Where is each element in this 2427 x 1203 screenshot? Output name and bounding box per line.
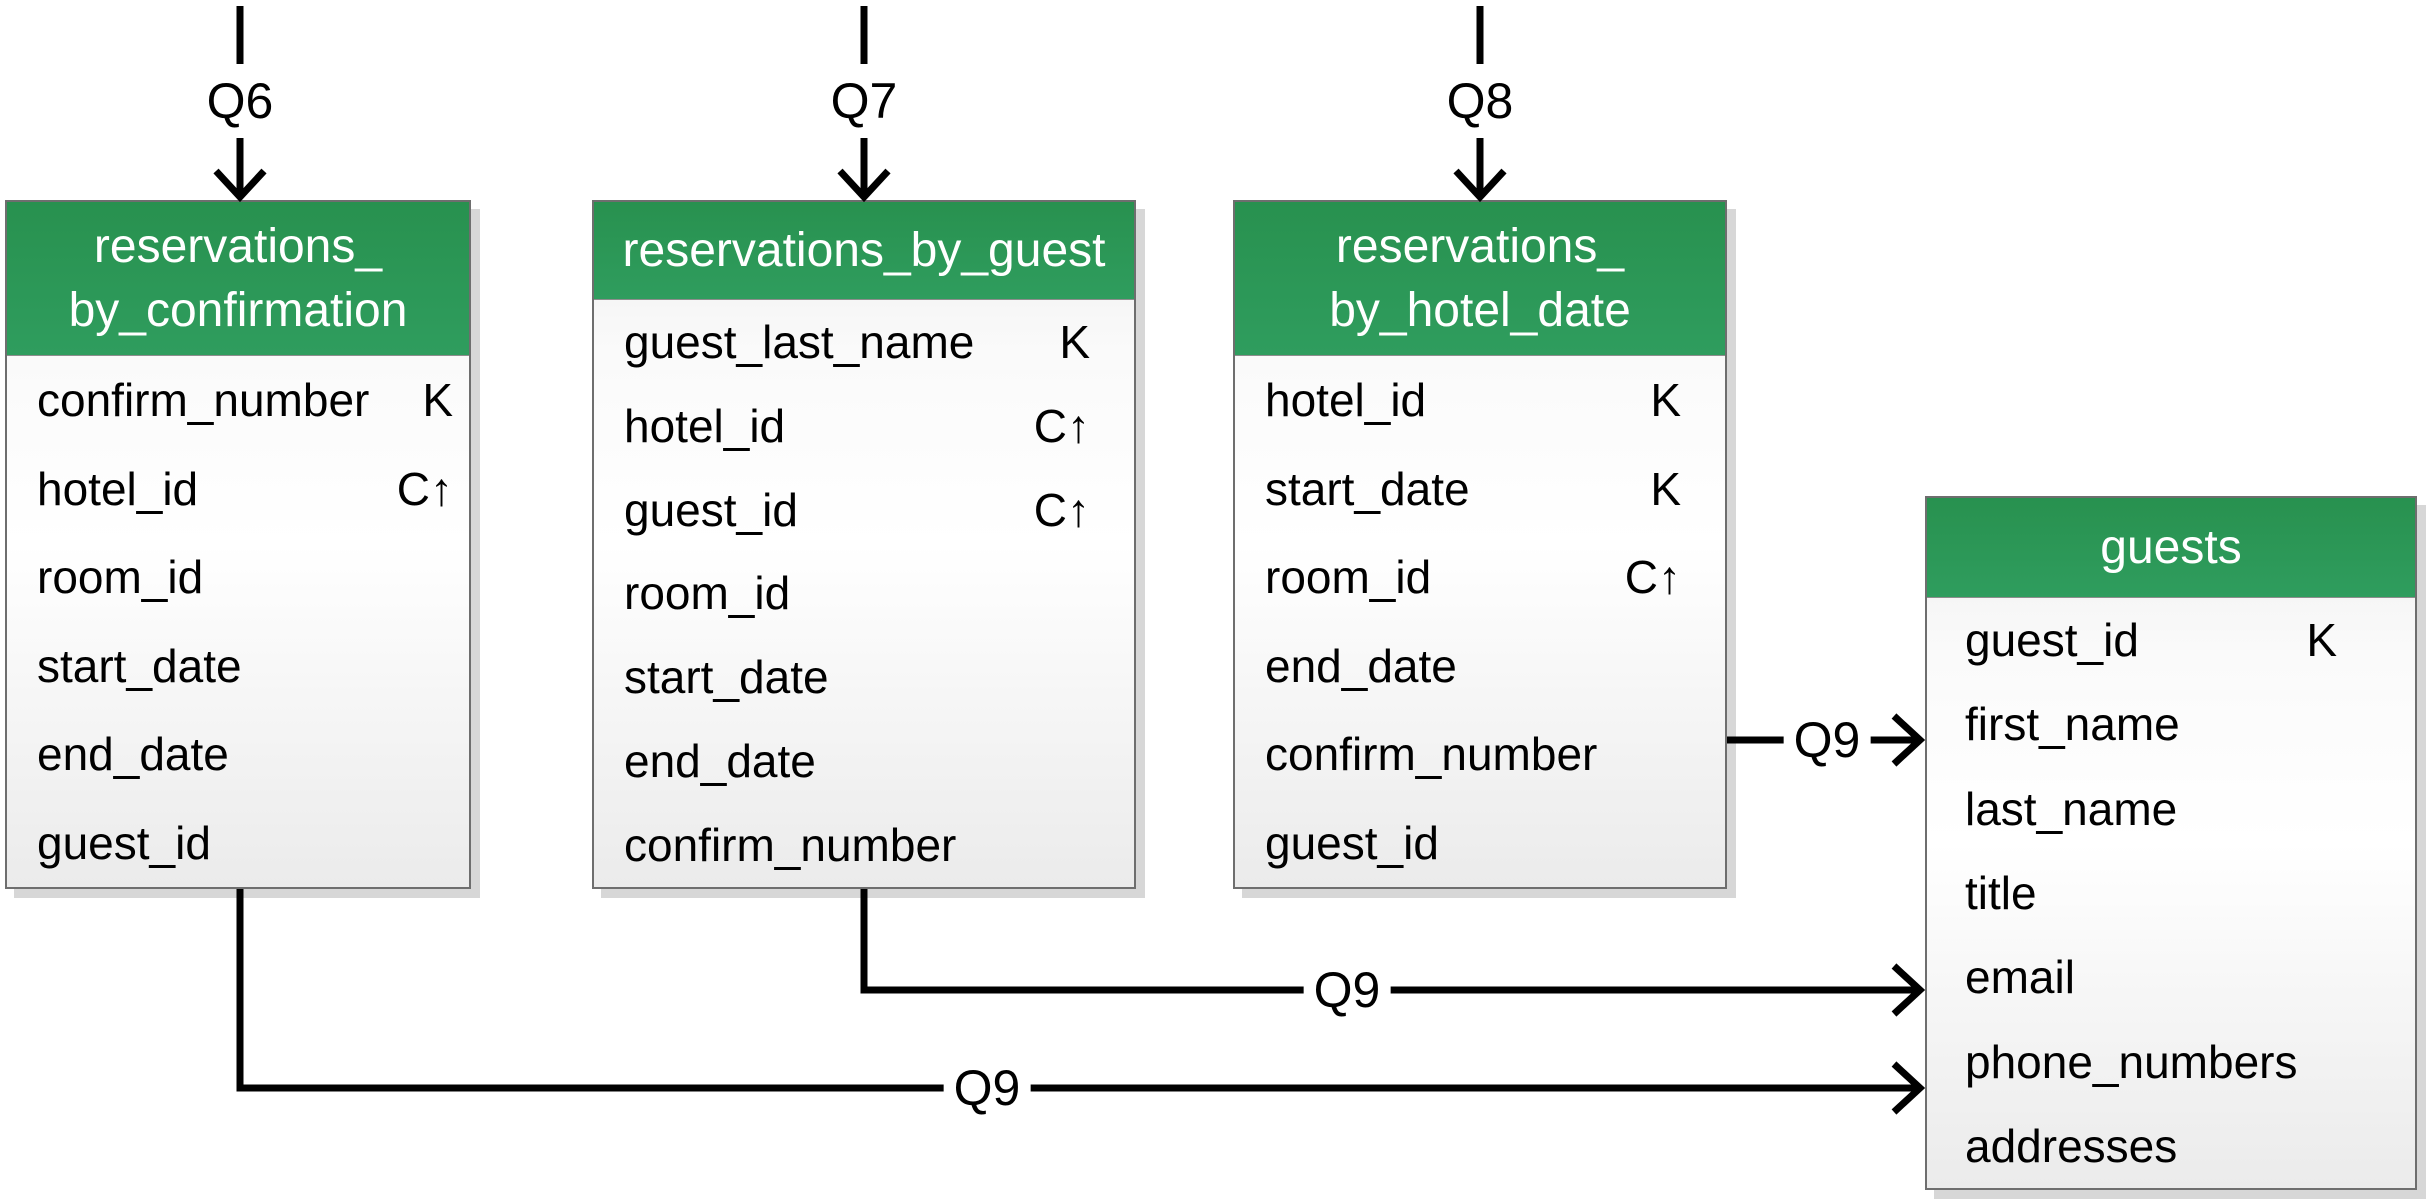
field-row: end_date [594,734,1134,788]
field-row: start_date [7,639,469,693]
table-header: guests [1927,498,2415,598]
table-reservations-by-guest: reservations_by_guest guest_last_name K … [592,200,1136,889]
field-name: confirm_number [624,818,957,871]
field-name: guest_id [624,483,798,536]
field-row: guest_last_name K [594,315,1134,369]
field-name: last_name [1965,782,2178,835]
field-row: email [1927,950,2415,1004]
table-title-line1: reservations_ [1335,219,1625,273]
field-name: guest_last_name [624,315,975,368]
field-row: guest_id [1235,816,1725,870]
field-row: confirm_number [1235,727,1725,781]
field-name: guest_id [1965,614,2139,667]
table-title-line2: by_confirmation [68,283,408,337]
q9-confirmation-to-guests-line [236,889,1926,1115]
clustering-marker: C↑ [396,462,453,515]
field-name: hotel_id [624,399,786,452]
table-header: reservations_ by_confirmation [7,202,469,356]
clustering-marker: C↑ [1624,551,1681,604]
field-row: addresses [1927,1119,2415,1173]
table-title-line1: reservations_by_guest [622,223,1106,277]
field-name: start_date [1265,462,1470,515]
table-header: reservations_ by_hotel_date [1235,202,1725,356]
key-marker: K [1650,462,1681,515]
field-row: end_date [1235,639,1725,693]
field-row: start_date [594,650,1134,704]
key-marker: K [422,374,453,427]
field-row: hotel_id C↑ [594,399,1134,453]
field-name: start_date [37,639,242,692]
field-name: hotel_id [1265,374,1427,427]
q9-guest-to-guests-line [860,889,1926,1017]
field-row: confirm_number K [7,373,469,427]
field-name: start_date [624,651,829,704]
q9-query-label-guest: Q9 [1303,953,1391,1027]
field-name: addresses [1965,1119,2178,1172]
field-row: start_date K [1235,462,1725,516]
table-body: confirm_number K hotel_id C↑ room_id sta… [7,356,469,887]
field-name: room_id [37,551,204,604]
field-name: phone_numbers [1965,1035,2298,1088]
table-body: guest_last_name K hotel_id C↑ guest_id C… [594,300,1134,887]
field-name: end_date [624,735,816,788]
table-reservations-by-confirmation: reservations_ by_confirmation confirm_nu… [5,200,471,889]
field-row: guest_id K [1927,613,2415,667]
table-title-line2: by_hotel_date [1329,283,1631,337]
field-row: phone_numbers [1927,1035,2415,1089]
key-marker: K [1650,374,1681,427]
key-marker: K [1059,315,1090,368]
field-row: end_date [7,727,469,781]
q9-query-label-confirmation: Q9 [943,1051,1031,1125]
field-name: confirm_number [37,374,370,427]
field-row: room_id [7,550,469,604]
field-row: last_name [1927,782,2415,836]
table-title-line1: guests [2100,520,2242,574]
table-body: guest_id K first_name last_name title em… [1927,598,2415,1188]
field-row: title [1927,866,2415,920]
field-name: guest_id [1265,816,1439,869]
field-name: end_date [1265,639,1457,692]
table-guests: guests guest_id K first_name last_name t… [1925,496,2417,1190]
field-row: confirm_number [594,818,1134,872]
clustering-marker: C↑ [1033,483,1090,536]
field-row: hotel_id K [1235,373,1725,427]
key-marker: K [2306,614,2337,667]
field-row: guest_id C↑ [594,483,1134,537]
table-reservations-by-hotel-date: reservations_ by_hotel_date hotel_id K s… [1233,200,1727,889]
clustering-marker: C↑ [1033,399,1090,452]
table-body: hotel_id K start_date K room_id C↑ end_d… [1235,356,1725,887]
q8-query-label: Q8 [1436,64,1524,138]
field-name: first_name [1965,698,2180,751]
q9-query-label-hotel-date: Q9 [1783,703,1871,777]
field-row: hotel_id C↑ [7,462,469,516]
field-name: email [1965,951,2075,1004]
field-name: hotel_id [37,462,199,515]
field-name: confirm_number [1265,728,1598,781]
field-name: guest_id [37,816,211,869]
q6-query-label: Q6 [196,64,284,138]
field-name: room_id [624,567,791,620]
field-row: room_id C↑ [1235,550,1725,604]
q7-query-label: Q7 [820,64,908,138]
field-name: title [1965,866,2037,919]
field-name: room_id [1265,551,1432,604]
field-name: end_date [37,728,229,781]
field-row: first_name [1927,697,2415,751]
table-title-line1: reservations_ [93,219,383,273]
table-header: reservations_by_guest [594,202,1134,300]
field-row: room_id [594,566,1134,620]
field-row: guest_id [7,816,469,870]
